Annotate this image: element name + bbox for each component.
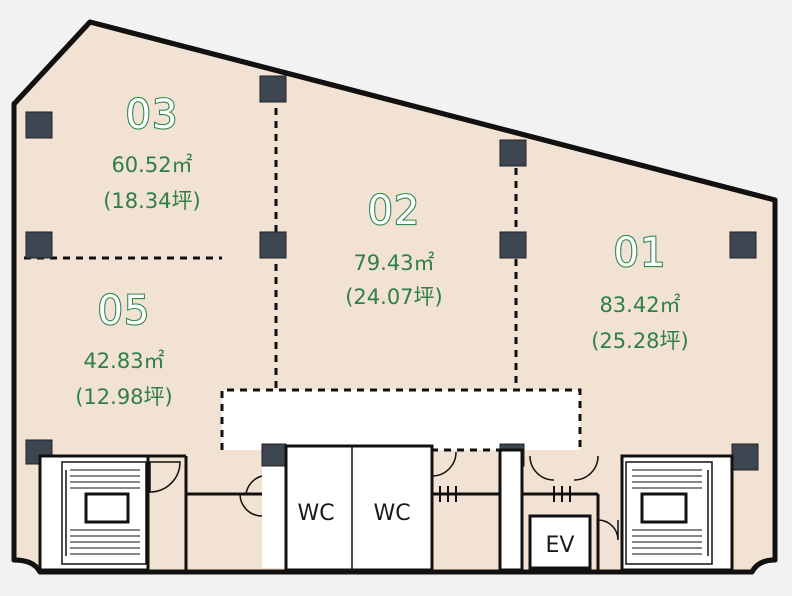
door-swing	[239, 493, 263, 517]
unit-area-m2: 42.83㎡	[83, 349, 164, 373]
unit-03[interactable]: 03 60.52㎡ (18.34坪)	[103, 91, 201, 213]
door-swing	[597, 519, 619, 541]
unit-number: 02	[368, 188, 421, 234]
column	[259, 75, 287, 103]
shaft	[498, 448, 524, 572]
column	[499, 139, 527, 167]
column	[261, 443, 287, 467]
column	[499, 231, 527, 259]
unit-number: 03	[126, 92, 179, 138]
unit-area-tsubo: (18.34坪)	[103, 189, 201, 213]
hinge-marks	[553, 486, 571, 502]
door-swing	[431, 451, 457, 477]
column	[259, 231, 287, 259]
unit-02[interactable]: 02 79.43㎡ (24.07坪)	[345, 187, 443, 309]
unit-number: 01	[614, 230, 667, 276]
door-swing	[529, 455, 555, 481]
stair-right	[620, 454, 734, 572]
elevator-label: EV	[546, 533, 575, 558]
door-swing	[149, 461, 181, 493]
structural-columns	[25, 75, 759, 471]
unit-area-tsubo: (25.28坪)	[591, 329, 689, 353]
corridor-walls-left	[148, 454, 262, 570]
exterior-wall	[11, 19, 778, 575]
stair-left	[38, 454, 150, 572]
unit-area-tsubo: (24.07坪)	[345, 285, 443, 309]
unit-area-m2: 83.42㎡	[599, 293, 680, 317]
column	[25, 111, 53, 139]
column	[729, 231, 757, 259]
door-swing	[573, 455, 599, 481]
core-partition-dashed	[220, 388, 582, 450]
elevator-shaft	[528, 514, 592, 570]
unit-area-m2: 60.52㎡	[111, 153, 192, 177]
hinge-marks	[439, 486, 457, 502]
column	[25, 231, 53, 259]
wc-right-label: WC	[373, 501, 410, 526]
unit-number: 05	[98, 288, 151, 334]
unit-01[interactable]: 01 83.42㎡ (25.28坪)	[591, 229, 689, 353]
wc-left-label: WC	[297, 501, 334, 526]
column	[731, 443, 759, 471]
unit-area-m2: 79.43㎡	[353, 251, 434, 275]
unit-05[interactable]: 05 42.83㎡ (12.98坪)	[75, 287, 173, 409]
unit-area-tsubo: (12.98坪)	[75, 385, 173, 409]
door-swing	[245, 475, 263, 495]
